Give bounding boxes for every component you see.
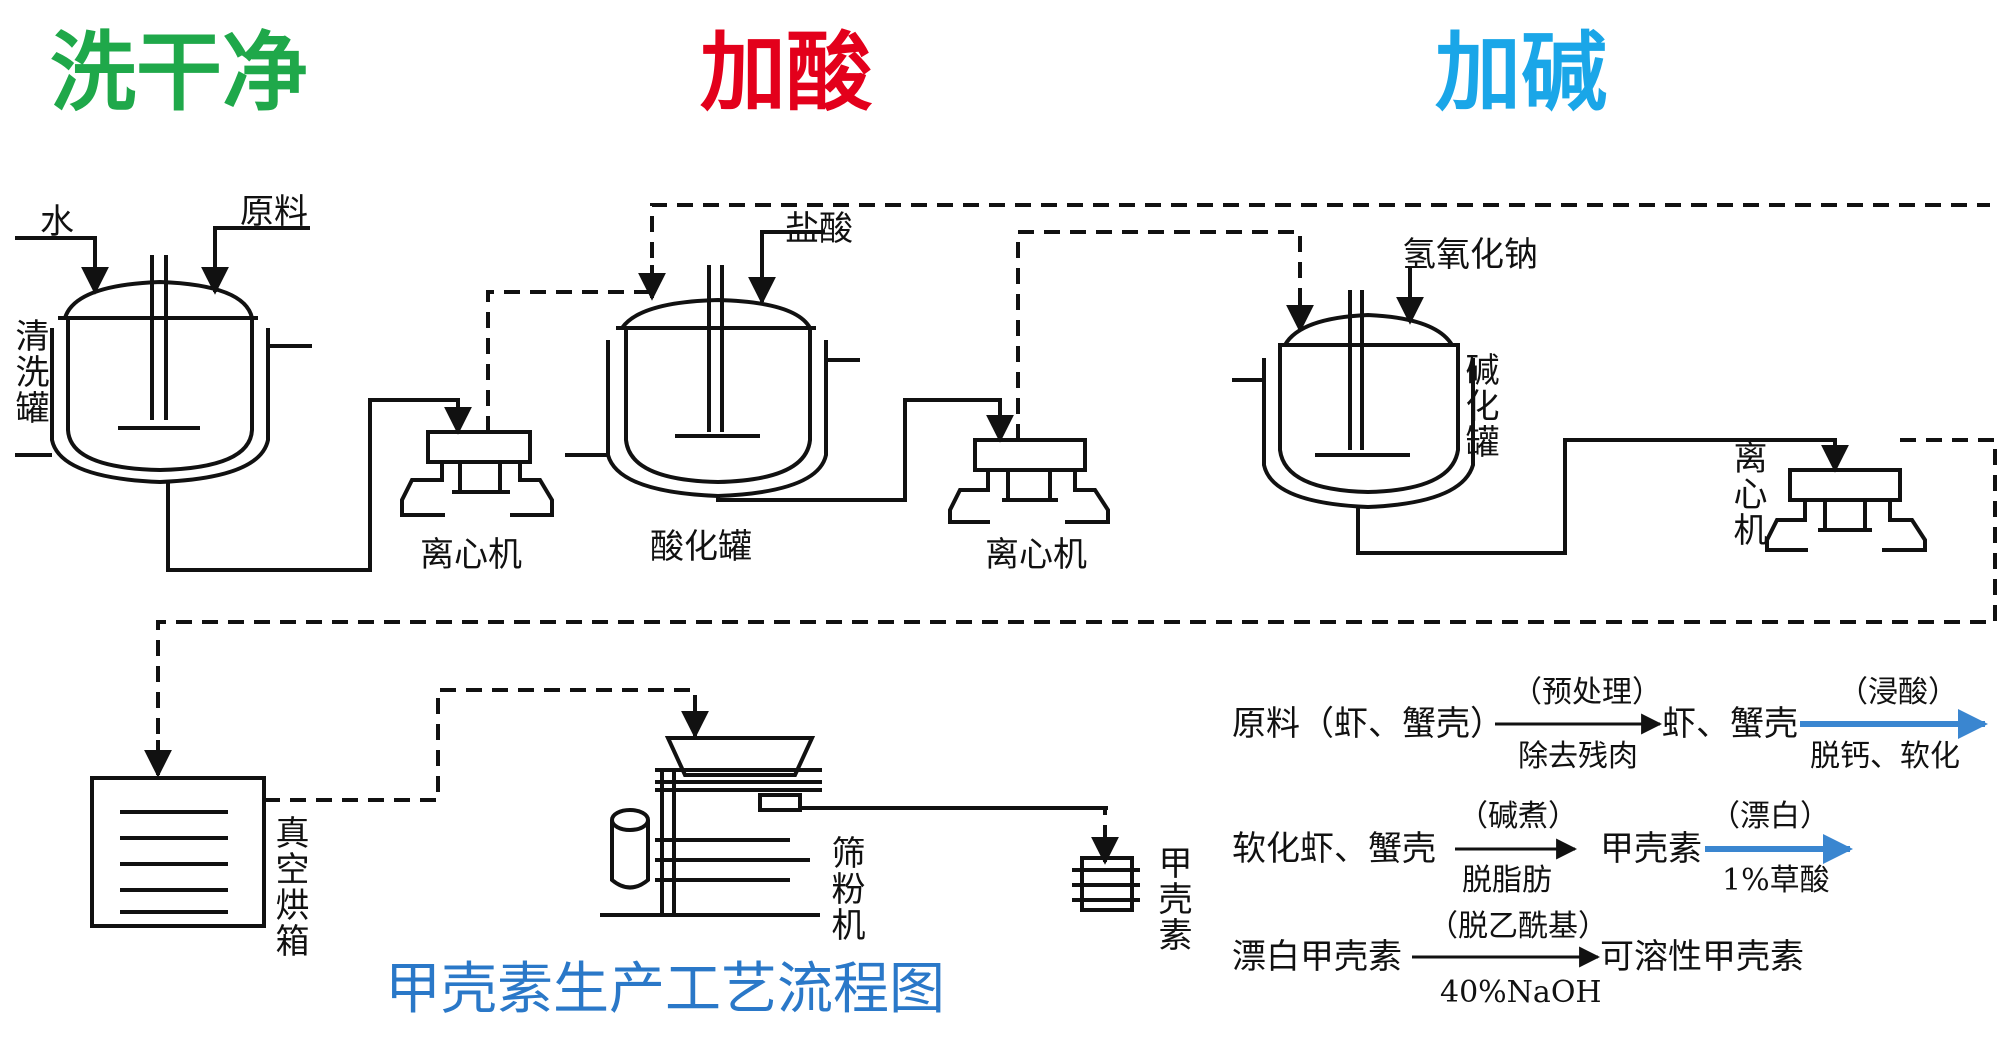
centrifuge-3-drawing [1765, 468, 1927, 552]
label-sodium-hydroxide: 氢氧化钠 [1402, 235, 1538, 275]
label-washing-tank: 清洗罐 [9, 318, 49, 426]
label-centrifuge-3: 离心机 [1727, 440, 1767, 548]
label-raw-material: 原料 [240, 192, 308, 232]
reaction-1-product: 虾、蟹壳 [1662, 704, 1798, 744]
label-water: 水 [40, 202, 74, 242]
reaction-2-step2-below: 1%草酸 [1722, 863, 1830, 898]
reaction-3-condition-above: （脱乙酰基） [1428, 909, 1608, 944]
header-alkali: 加碱 [1435, 23, 1607, 123]
label-centrifuge-2: 离心机 [985, 535, 1087, 575]
reaction-2-condition-below: 脱脂肪 [1462, 863, 1552, 898]
acid-tank-drawing [565, 230, 1002, 502]
label-chitin-product: 甲壳素 [1152, 845, 1192, 953]
header-acid: 加酸 [700, 23, 872, 123]
centrifuge-1-drawing [400, 430, 554, 517]
reaction-1-step2-above: （浸酸） [1838, 675, 1958, 710]
diagram-title: 甲壳素生产工艺流程图 [385, 957, 945, 1022]
centrifuge-2-drawing [948, 438, 1110, 524]
reaction-3-condition-below: 40%NaOH [1440, 975, 1602, 1010]
reaction-3-reactant: 漂白甲壳素 [1232, 937, 1402, 977]
vacuum-oven-drawing [90, 776, 266, 928]
reaction-2-product: 甲壳素 [1600, 829, 1702, 869]
reaction-1-condition-below: 除去残肉 [1518, 739, 1638, 774]
reaction-1-step2-below: 脱钙、软化 [1810, 739, 1960, 774]
label-hydrochloric-acid: 盐酸 [785, 209, 853, 249]
label-vacuum-oven: 真空烘箱 [269, 815, 309, 959]
chitin-product-drawing [1072, 856, 1140, 912]
label-acidification-tank: 酸化罐 [650, 527, 752, 567]
label-alkalization-tank: 碱化罐 [1459, 352, 1499, 460]
label-centrifuge-1: 离心机 [420, 535, 522, 575]
reaction-3-product: 可溶性甲壳素 [1600, 937, 1804, 977]
reaction-2-condition-above: （碱煮） [1458, 799, 1578, 834]
reaction-2-reactant: 软化虾、蟹壳 [1232, 829, 1436, 869]
reaction-1-reactant: 原料（虾、蟹壳） [1232, 704, 1504, 744]
reaction-2-step2-above: （漂白） [1710, 799, 1830, 834]
washing-tank-drawing [15, 226, 460, 572]
label-sieving-machine: 筛粉机 [825, 835, 865, 943]
header-wash: 洗干净 [50, 23, 308, 123]
reaction-1-condition-above: （预处理） [1512, 675, 1662, 710]
